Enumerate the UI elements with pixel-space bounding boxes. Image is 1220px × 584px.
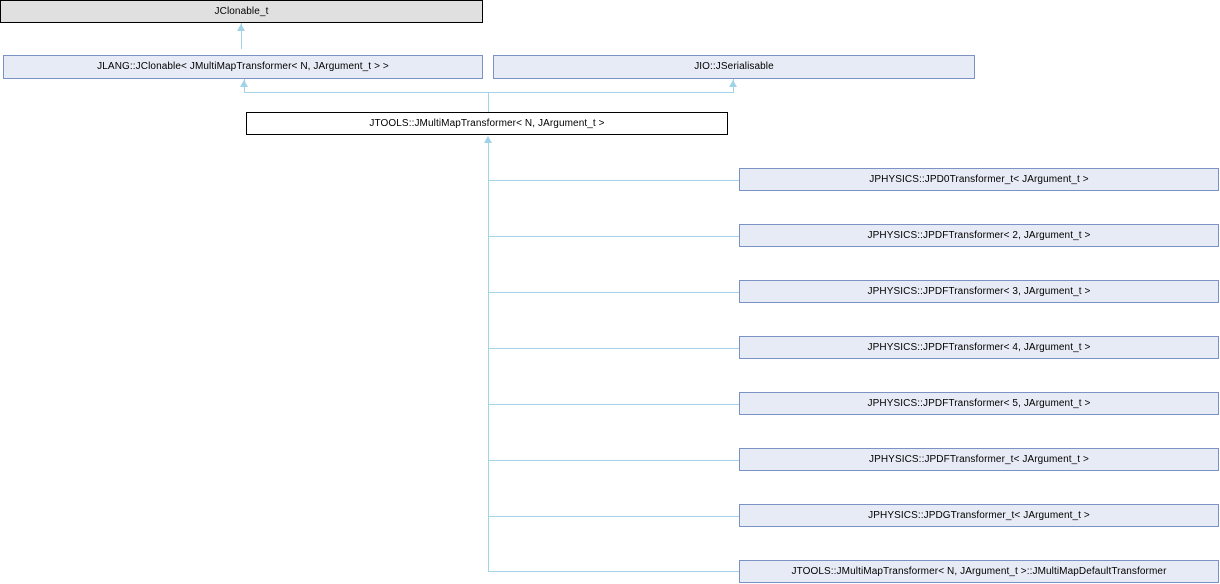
arrowhead-serialisable-to-current: [729, 80, 737, 87]
edge-root-to-clonable: [241, 23, 242, 49]
edge-spine-to-derived-1: [488, 236, 739, 237]
edge-spine-to-derived-5: [488, 460, 739, 461]
edge-spine-to-derived-2: [488, 292, 739, 293]
class-node-derived-0[interactable]: JPHYSICS::JPD0Transformer_t< JArgument_t…: [739, 168, 1219, 191]
arrowhead-clonable-to-current: [240, 80, 248, 87]
class-node-derived-3[interactable]: JPHYSICS::JPDFTransformer< 4, JArgument_…: [739, 336, 1219, 359]
class-node-derived-1[interactable]: JPHYSICS::JPDFTransformer< 2, JArgument_…: [739, 224, 1219, 247]
class-node-derived-4[interactable]: JPHYSICS::JPDFTransformer< 5, JArgument_…: [739, 392, 1219, 415]
edge-bus-to-current: [488, 92, 489, 112]
arrowhead-derived-to-current: [484, 136, 492, 143]
class-node-derived-2[interactable]: JPHYSICS::JPDFTransformer< 3, JArgument_…: [739, 280, 1219, 303]
edge-spine-to-derived-7: [488, 571, 739, 572]
edge-spine-to-derived-3: [488, 348, 739, 349]
class-node-jtools-jmultimaptransformer[interactable]: JTOOLS::JMultiMapTransformer< N, JArgume…: [246, 112, 728, 135]
class-node-jio-jserialisable[interactable]: JIO::JSerialisable: [493, 55, 975, 79]
arrowhead-root-to-clonable: [237, 24, 245, 31]
edge-spine-to-derived-4: [488, 404, 739, 405]
class-node-derived-5[interactable]: JPHYSICS::JPDFTransformer_t< JArgument_t…: [739, 448, 1219, 471]
edge-derived-spine: [488, 142, 489, 572]
class-node-jlang-jclonable[interactable]: JLANG::JClonable< JMultiMapTransformer< …: [3, 55, 483, 79]
edge-spine-to-derived-0: [488, 180, 739, 181]
class-node-jclonable-t[interactable]: JClonable_t: [0, 0, 483, 23]
edge-spine-to-derived-6: [488, 516, 739, 517]
edge-parents-bus: [244, 92, 734, 93]
class-node-derived-7[interactable]: JTOOLS::JMultiMapTransformer< N, JArgume…: [739, 560, 1219, 583]
class-node-derived-6[interactable]: JPHYSICS::JPDGTransformer_t< JArgument_t…: [739, 504, 1219, 527]
